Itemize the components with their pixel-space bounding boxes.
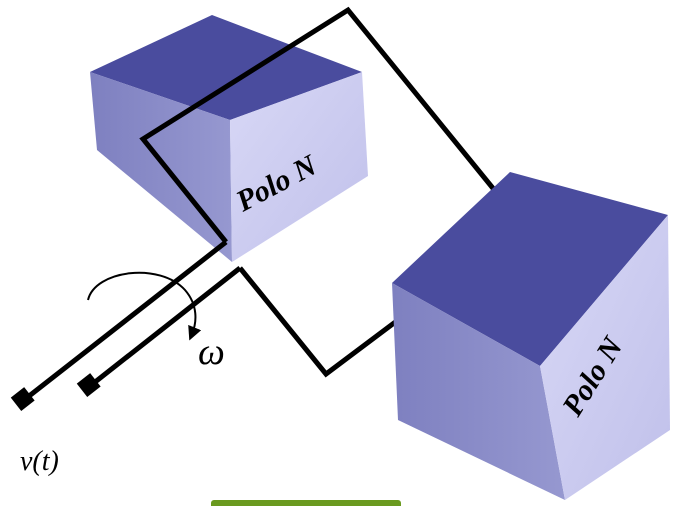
pole-left-block: Polo N bbox=[90, 15, 368, 262]
pole-left-side-face bbox=[90, 72, 232, 262]
pole-right-top-face bbox=[392, 172, 668, 366]
pole-right-front-face bbox=[540, 215, 670, 500]
pole-right-side-face bbox=[392, 283, 565, 500]
bottom-green-bar bbox=[211, 500, 401, 506]
coil-loop bbox=[139, 6, 498, 378]
voltage-label: v(t) bbox=[20, 446, 59, 477]
lead-wire-lower bbox=[88, 266, 242, 388]
rotation-arrow bbox=[87, 271, 202, 341]
terminal-right bbox=[76, 373, 101, 398]
pole-left-top-face bbox=[90, 15, 362, 120]
pole-left-front-face bbox=[230, 72, 368, 262]
lead-wire-upper bbox=[22, 240, 228, 402]
pole-right-block: Polo N bbox=[392, 172, 670, 500]
omega-label: ω bbox=[198, 331, 225, 373]
terminal-leads bbox=[10, 240, 242, 412]
terminal-left bbox=[10, 387, 35, 412]
